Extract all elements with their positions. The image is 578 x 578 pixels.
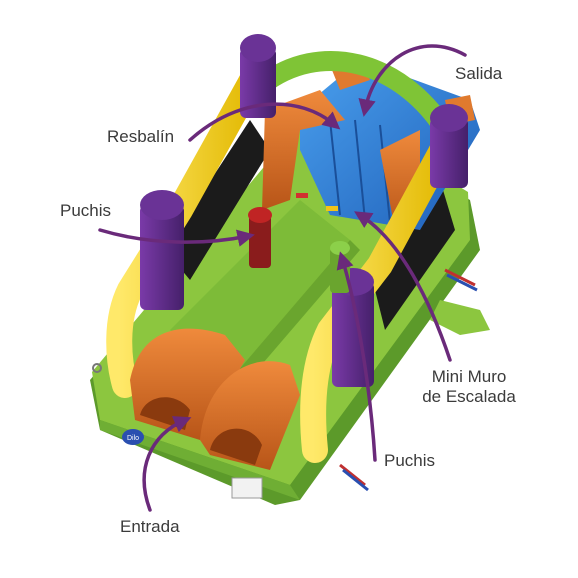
arrow-salida bbox=[358, 44, 467, 117]
annotation-arrows bbox=[98, 44, 467, 512]
label-resbalin: Resbalín bbox=[107, 127, 175, 146]
side-nets bbox=[165, 120, 455, 330]
entrance-tunnels bbox=[130, 328, 300, 470]
arrow-resbalin bbox=[188, 102, 341, 142]
side-blower-tube bbox=[430, 300, 490, 335]
arrow-puchis-left bbox=[98, 228, 255, 247]
label-mini-muro-line1: Mini Muro bbox=[431, 367, 507, 386]
brand-logo-text: Dilo bbox=[127, 435, 139, 442]
green-arch bbox=[252, 51, 455, 140]
warning-sticker bbox=[231, 477, 263, 499]
arrow-mini-muro bbox=[354, 211, 452, 362]
tie-downs bbox=[92, 268, 478, 492]
arrow-entrada bbox=[142, 416, 192, 512]
label-puchis-right: Puchis bbox=[384, 451, 436, 470]
yellow-tubes bbox=[106, 62, 458, 463]
label-salida: Salida bbox=[455, 64, 503, 83]
label-mini-muro-line2: de Escalada bbox=[422, 387, 516, 406]
arrow-puchis-right bbox=[336, 251, 377, 462]
label-entrada: Entrada bbox=[120, 517, 180, 536]
brand-logo: Dilo bbox=[122, 429, 144, 445]
label-puchis-left: Puchis bbox=[60, 201, 112, 220]
label-mini-muro: Mini Muro de Escalada bbox=[404, 367, 534, 407]
